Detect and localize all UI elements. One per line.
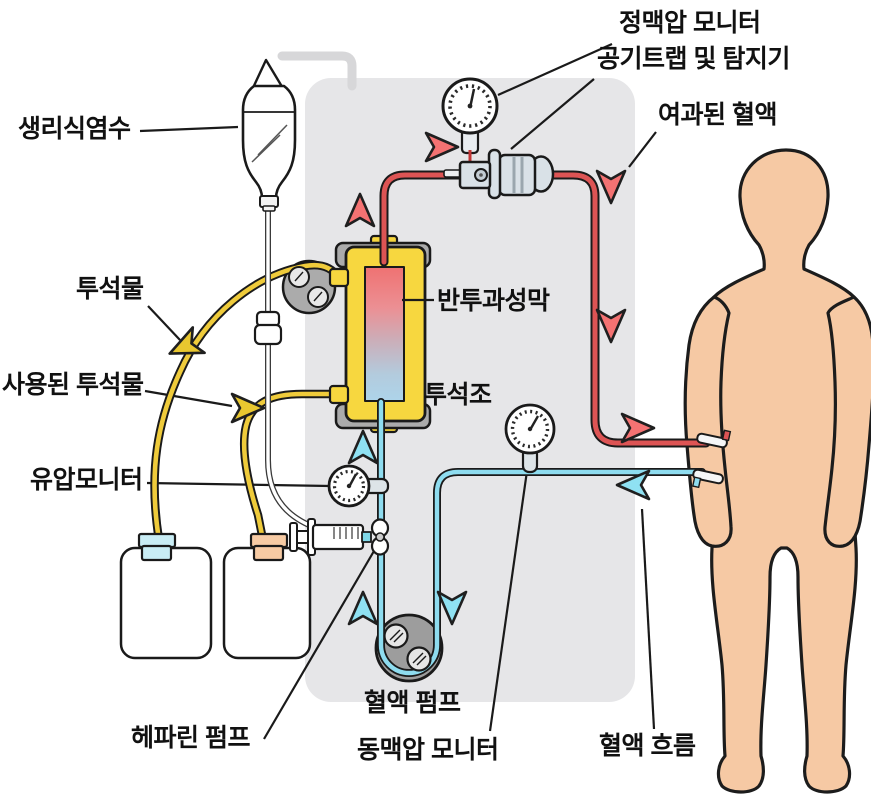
label-air-trap-detector: 공기트랩 및 탐지기 xyxy=(597,45,790,73)
label-heparin-pump: 헤파린 펌프 xyxy=(131,724,250,752)
fresh-dialysate-tube xyxy=(152,262,341,543)
fistula-connectors xyxy=(691,429,732,489)
left-container xyxy=(119,546,213,660)
label-venous-pressure-monitor: 정맥압 모니터 xyxy=(619,9,761,37)
label-arterial-pressure-monitor: 동맥압 모니터 xyxy=(357,736,499,764)
right-container-cap xyxy=(249,532,289,562)
used-dialysate-tube xyxy=(241,391,347,543)
right-arm xyxy=(823,295,871,548)
label-dialysate: 투석물 xyxy=(76,275,144,303)
dialysate-containers xyxy=(119,532,312,660)
flow-arrows xyxy=(168,131,656,626)
air-trap-detector xyxy=(443,148,555,200)
label-hydraulic-pressure-monitor: 유압모니터 xyxy=(30,466,143,494)
dialyzer-ports xyxy=(328,267,350,405)
patient-body xyxy=(683,148,871,794)
dialysate-pump-rollers xyxy=(288,266,329,308)
iv-pole xyxy=(277,51,357,91)
blood-pump-rollers xyxy=(383,623,432,672)
saline-bag xyxy=(241,58,297,212)
semipermeable-membrane-chamber xyxy=(364,266,405,402)
left-container-cap xyxy=(137,532,177,562)
label-saline: 생리식염수 xyxy=(18,115,131,143)
venous-blood-tubing xyxy=(379,170,711,448)
arterial-pressure-gauge xyxy=(504,403,556,474)
label-blood-pump: 혈액 펌프 xyxy=(364,689,461,717)
label-filtered-blood: 여과된 혈액 xyxy=(658,101,777,129)
label-dialyzer: 투석조 xyxy=(424,381,492,409)
dialysate-pointer-arrows xyxy=(168,326,266,424)
right-container xyxy=(222,546,312,660)
venous-pressure-gauge xyxy=(441,77,499,170)
dialysate-tubing xyxy=(150,260,349,545)
heparin-injection-valve xyxy=(370,518,390,556)
blood-flow-arrows-red xyxy=(344,131,656,444)
saline-line-clamp xyxy=(253,310,283,346)
label-used-dialysate: 사용된 투석물 xyxy=(2,371,144,399)
syringe-tip xyxy=(361,531,372,543)
hydraulic-pressure-gauge xyxy=(327,464,390,508)
heparin-syringe xyxy=(289,518,372,556)
label-semipermeable-membrane: 반투과성막 xyxy=(437,287,550,315)
label-blood-flow: 혈액 흐름 xyxy=(599,732,696,760)
blood-flow-arrows-blue xyxy=(347,429,651,626)
label-pointer-lines xyxy=(139,42,657,740)
